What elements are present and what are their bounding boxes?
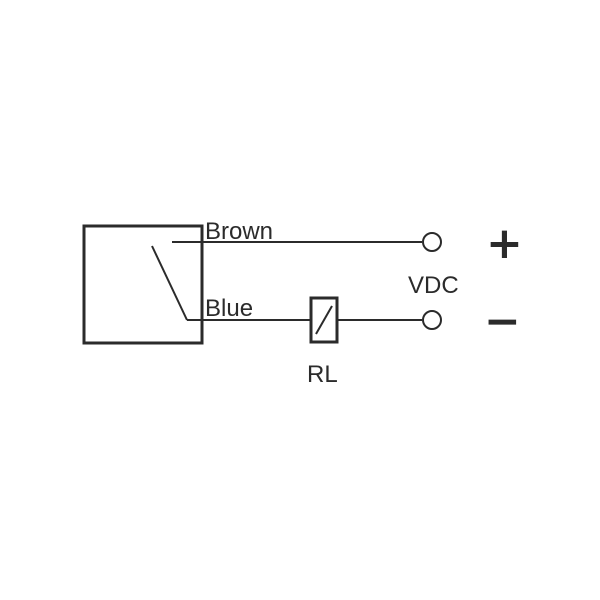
sensor-block xyxy=(82,224,204,345)
vdc-label: VDC xyxy=(408,272,459,299)
positive-terminal xyxy=(422,232,442,252)
switch-contact xyxy=(151,245,188,321)
sensor-box xyxy=(82,224,204,345)
relay-label: RL xyxy=(307,361,338,388)
relay-coil xyxy=(309,296,339,344)
relay-diagonal xyxy=(315,305,333,335)
brown-label: Brown xyxy=(205,218,273,245)
blue-label: Blue xyxy=(205,295,253,322)
plus-sign: + xyxy=(486,218,523,269)
minus-sign: − xyxy=(484,296,521,347)
negative-terminal xyxy=(422,310,442,330)
